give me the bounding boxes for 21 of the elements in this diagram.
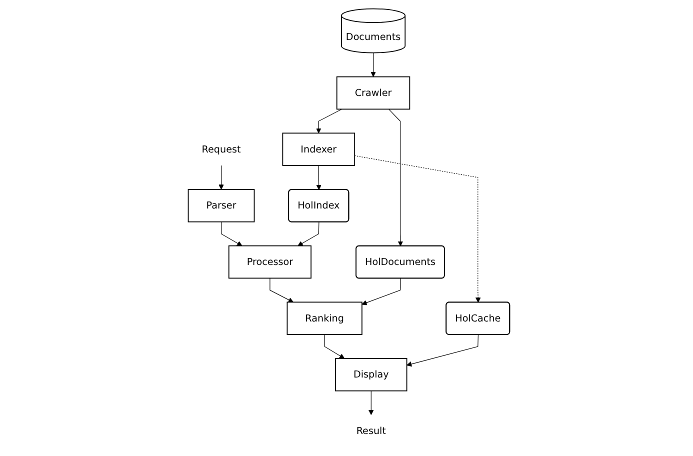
node-box: Indexer [282, 132, 355, 166]
arrow [297, 222, 320, 246]
arrow [388, 108, 403, 246]
arrow [316, 108, 342, 134]
node-box: Parser [188, 189, 254, 222]
arrow [361, 278, 401, 306]
arrow [324, 334, 344, 359]
node-box: Ranking [286, 302, 362, 335]
arrow [368, 390, 374, 416]
arrow [370, 52, 376, 78]
arrow [269, 278, 294, 302]
node-box: Crawler [336, 76, 410, 110]
arrow [220, 222, 242, 246]
node-box: Display [334, 358, 407, 392]
arrow [316, 165, 322, 190]
arrow [354, 155, 480, 303]
arrow [406, 334, 478, 367]
node-text: Result [356, 425, 386, 436]
node-text: Request [202, 143, 241, 155]
arrow [218, 165, 224, 190]
node-box: Processor [228, 245, 312, 279]
